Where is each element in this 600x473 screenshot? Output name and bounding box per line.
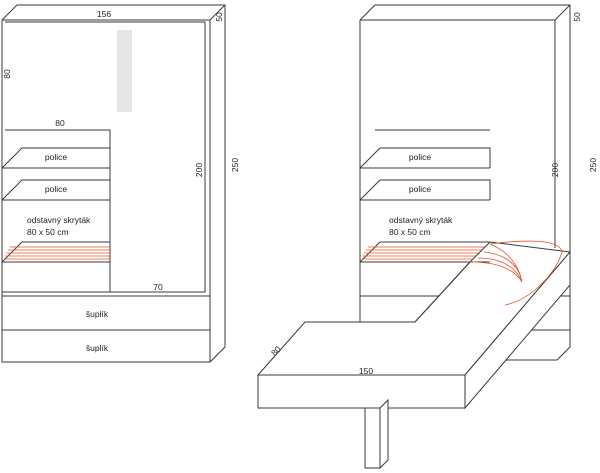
dim-base-width-label: 70	[153, 282, 163, 292]
left-upper-opening	[5, 21, 206, 293]
table-inner-edge	[414, 261, 471, 323]
left-cabinet-view: 156 50 250 80 80 200 70 police police od…	[1, 4, 240, 363]
dim-inner-height-label: 200	[194, 163, 204, 177]
dim-height-label: 250	[230, 158, 240, 172]
right-dim-depth-label: 50	[572, 12, 582, 22]
table-red-arc	[469, 240, 563, 306]
right-bed-red-lines	[362, 246, 490, 260]
right-bed-title: odstavný skryták	[389, 215, 453, 225]
right-cabinet-view: 50 250 200 80 150 police police odstavný…	[256, 4, 598, 470]
right-shelf-1-label: police	[409, 152, 431, 162]
left-mirror-panel	[117, 30, 132, 112]
left-drawer-1-label: šuplík	[86, 309, 109, 319]
dim-upper-height-label: 80	[2, 69, 12, 79]
right-bed-size: 80 x 50 cm	[389, 227, 431, 237]
right-bed-back	[359, 241, 490, 263]
right-shelf-1	[359, 147, 491, 169]
table-side-face	[464, 250, 571, 410]
right-shelf-2-label: police	[409, 184, 431, 194]
left-shelf-1-label: police	[45, 152, 67, 162]
left-cabinet-outer-3d	[1, 4, 226, 363]
left-shelf-1	[1, 147, 111, 169]
left-drawer-2	[1, 329, 211, 363]
table-front-face	[257, 374, 466, 409]
left-bed-box	[1, 261, 111, 293]
left-drawer-2-label: šuplík	[86, 343, 109, 353]
left-bed-red-lines	[4, 246, 110, 260]
left-bed-size: 80 x 50 cm	[27, 227, 69, 237]
right-shelf-2	[359, 179, 491, 201]
right-dim-inner-height-label: 200	[550, 163, 560, 177]
table-leg-front	[364, 407, 381, 469]
left-shelf-2-label: police	[45, 184, 67, 194]
right-cabinet-top-edge	[554, 4, 571, 21]
left-cabinet-top-edge	[209, 4, 226, 21]
left-shelf-2	[1, 179, 111, 201]
right-dim-table-width-label: 150	[359, 366, 373, 376]
table-leg-side	[379, 398, 389, 470]
dim-depth-label: 50	[214, 12, 224, 22]
dim-width-label: 156	[97, 9, 111, 19]
left-bed-back	[1, 241, 110, 263]
left-bed-title: odstavný skryták	[27, 215, 91, 225]
dim-desk-width-label: 80	[55, 118, 65, 128]
right-dim-height-label: 250	[588, 158, 598, 172]
